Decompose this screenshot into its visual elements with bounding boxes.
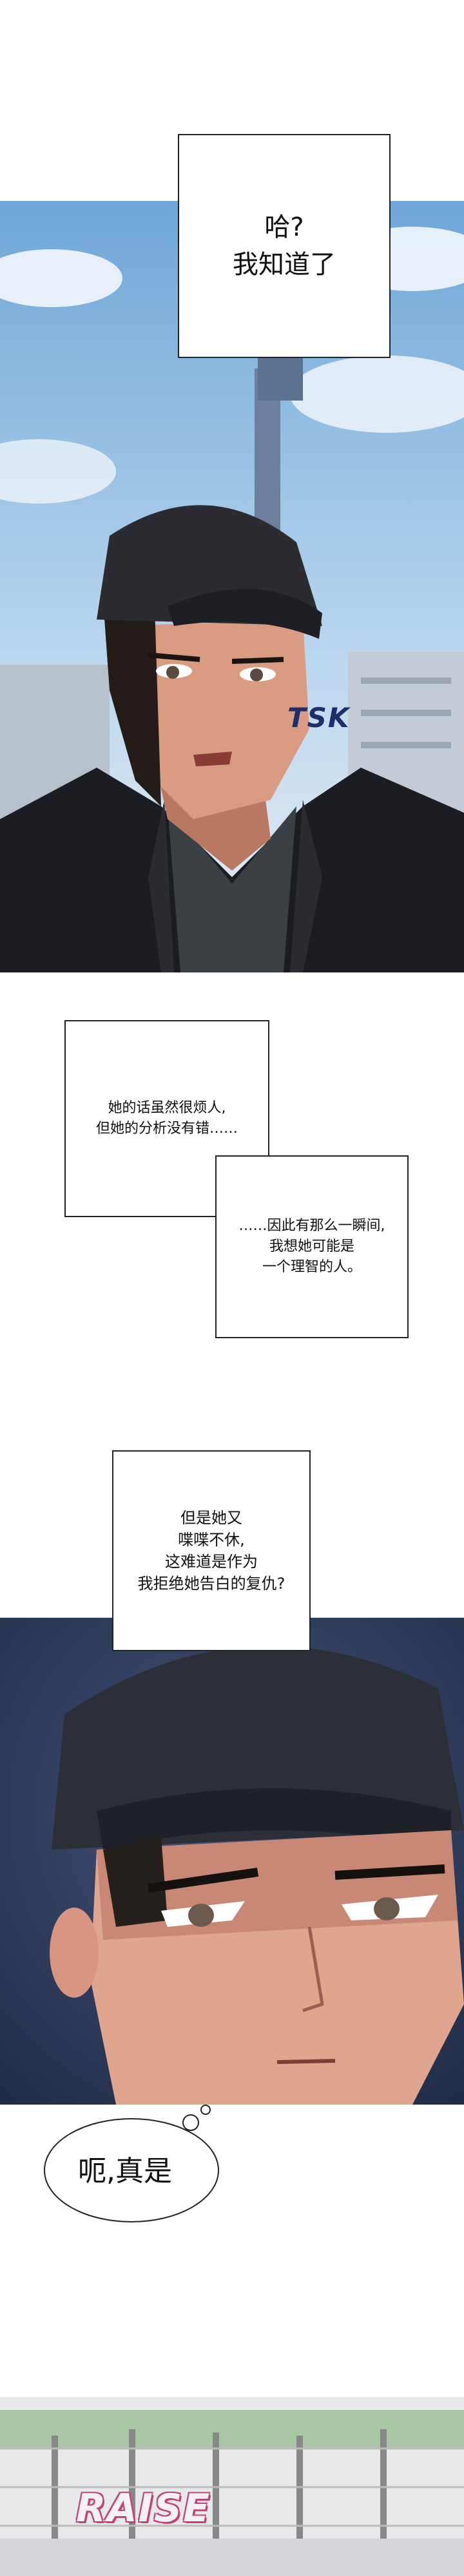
narration-line: 喋喋不休, [178, 1531, 245, 1549]
caption-line: 哈? [264, 213, 304, 242]
panel3-artwork [0, 2397, 464, 2576]
thought-bubble-text: 呃,真是 [78, 2155, 172, 2188]
narration-box-3: 但是她又 喋喋不休, 这难道是作为 我拒绝她告白的复仇? [112, 1450, 311, 1651]
narration-line: 她的话虽然很烦人, [108, 1100, 226, 1116]
narration-line: 我想她可能是 [269, 1238, 354, 1255]
narration-box-2: ……因此有那么一瞬间, 我想她可能是 一个理智的人。 [215, 1155, 409, 1338]
caption-line: 我知道了 [233, 250, 336, 279]
sfx-raise: RAISE [76, 2486, 211, 2531]
narration-line: 但是她又 [180, 1509, 242, 1527]
caption-box-1: 哈? 我知道了 [178, 134, 391, 358]
panel-face-closeup [0, 1618, 464, 2105]
narration-line: 一个理智的人。 [262, 1259, 362, 1275]
narration-line: 这难道是作为 [165, 1553, 258, 1571]
narration-line: 我拒绝她告白的复仇? [137, 1575, 285, 1593]
panel-stadium-bottom [0, 2397, 464, 2576]
panel2-artwork [0, 1618, 464, 2105]
sfx-tsk: TSK [287, 702, 351, 734]
thought-bubble [44, 2105, 219, 2222]
narration-line: ……因此有那么一瞬间, [238, 1218, 385, 1234]
narration-line: 但她的分析没有错…… [95, 1121, 238, 1137]
